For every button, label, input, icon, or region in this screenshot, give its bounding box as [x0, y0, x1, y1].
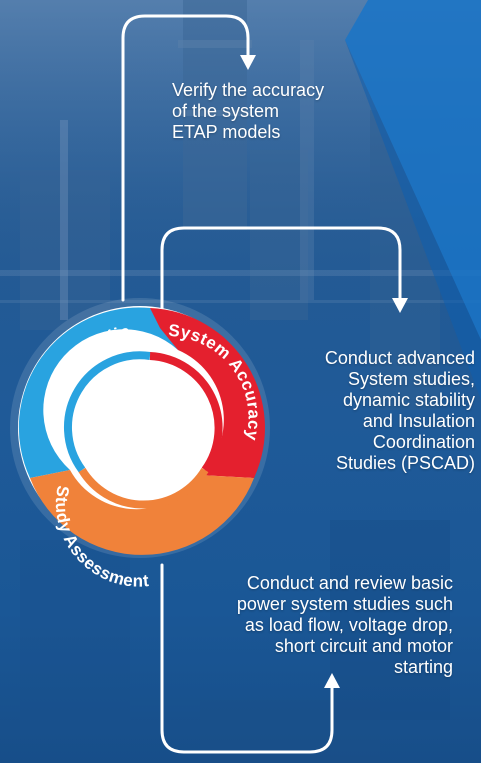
arrow-middle-loop	[160, 226, 402, 312]
caption-line: Coordination	[372, 432, 475, 452]
segment-system-accuracy	[150, 308, 265, 478]
arrowhead-up-icon	[324, 673, 340, 688]
arrow-bottom-loop	[160, 563, 334, 754]
caption-line: ETAP models	[172, 122, 281, 142]
accent-triangle-shape	[345, 0, 481, 340]
caption-line: Conduct advanced	[324, 348, 475, 368]
caption-line: of the system	[172, 101, 280, 121]
cycle-center	[74, 362, 206, 494]
arrowhead-down-icon	[392, 298, 408, 313]
caption-line: dynamic stability	[342, 390, 475, 410]
caption-line: Verify the accuracy	[172, 80, 325, 100]
caption-line: Studies (PSCAD)	[335, 453, 475, 473]
caption-verify-models: Verify the accuracy of the system ETAP m…	[172, 80, 372, 143]
segment-study-assessment	[30, 470, 254, 555]
caption-line: power system studies such	[236, 594, 453, 614]
arrow-top-loop	[121, 14, 250, 302]
arrowhead-down-icon	[240, 55, 256, 70]
caption-line: System studies,	[347, 369, 475, 389]
caption-basic-studies: Conduct and review basic power system st…	[183, 573, 453, 678]
caption-line: as load flow, voltage drop,	[244, 615, 453, 635]
caption-line: Conduct and review basic	[246, 573, 453, 593]
caption-line: starting	[393, 657, 453, 677]
caption-advanced-studies: Conduct advanced System studies, dynamic…	[245, 348, 475, 474]
caption-line: and Insulation	[362, 411, 475, 431]
caption-line: short circuit and motor	[274, 636, 453, 656]
segment-advanced-studies	[18, 307, 178, 478]
